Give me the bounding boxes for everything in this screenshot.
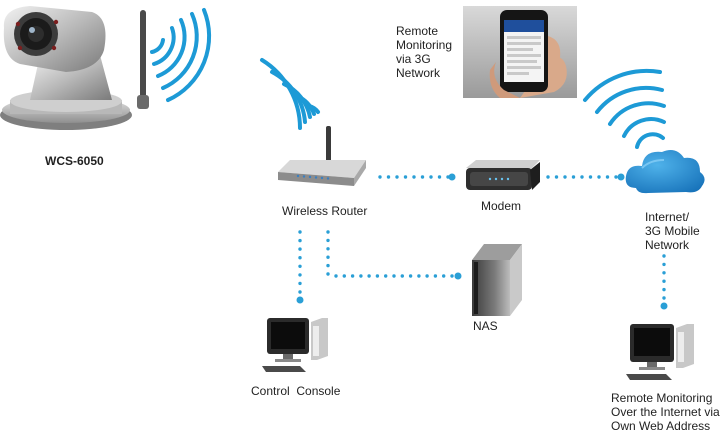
phone-label-line: Monitoring: [396, 38, 453, 52]
link-dot: [662, 262, 666, 267]
link-dot: [326, 272, 330, 276]
link-dot: [437, 175, 442, 179]
cloud-label-line: 3G Mobile: [645, 224, 700, 238]
link-dot: [298, 230, 302, 234]
cloud-label-line: Network: [645, 238, 690, 252]
link-dot: [417, 274, 421, 278]
link-dot: [359, 274, 363, 278]
link-dot: [580, 175, 584, 179]
link-dot: [662, 279, 666, 283]
ip-camera-icon: [0, 6, 149, 130]
remote-pc-label: Remote Monitoring Over the Internet via …: [611, 391, 720, 433]
link-dot: [384, 274, 388, 278]
link-dot: [350, 274, 355, 278]
link-dot: [298, 281, 302, 286]
link-dot: [546, 175, 550, 179]
phone-label-line: Network: [396, 66, 441, 80]
link-dot: [298, 290, 302, 294]
connection-lines: [296, 173, 668, 310]
link-dot: [554, 175, 559, 179]
link-dot: [326, 247, 330, 251]
link-dot: [326, 255, 330, 259]
link-router-modem: [378, 173, 456, 181]
link-dot: [367, 274, 371, 278]
link-dot: [326, 230, 330, 234]
link-dot: [605, 175, 610, 179]
link-dot: [433, 274, 438, 278]
link-dot: [386, 175, 391, 179]
smartphone-icon: [463, 6, 577, 98]
link-dot: [298, 264, 302, 268]
link-dot: [442, 274, 446, 278]
link-dot: [298, 238, 302, 243]
link-dot: [395, 175, 399, 179]
link-dot: [425, 274, 429, 278]
link-endpoint: [296, 296, 304, 304]
link-dot: [412, 175, 416, 179]
phone-label-line: via 3G: [396, 52, 431, 66]
cloud-label: Internet/ 3G Mobile Network: [645, 210, 700, 252]
console-label: Control Console: [251, 384, 341, 398]
link-dot: [429, 175, 433, 179]
link-dot: [408, 274, 413, 278]
link-dot: [420, 175, 425, 179]
link-dot: [392, 274, 396, 278]
link-cloud-remote-pc: [660, 254, 668, 310]
link-dot: [614, 175, 618, 179]
remote-pc-label-line: Remote Monitoring: [611, 391, 713, 405]
wireless-waves-cloud: [583, 68, 666, 149]
link-dot: [400, 274, 404, 278]
modem-label: Modem: [481, 199, 522, 213]
modem-icon: [466, 160, 540, 190]
cloud-label-line: Internet/: [645, 210, 690, 224]
remote-pc-label-line: Over the Internet via: [611, 405, 720, 419]
link-dot: [403, 175, 408, 179]
link-dot: [334, 274, 338, 278]
link-endpoint: [660, 302, 668, 310]
link-dot: [588, 175, 593, 179]
link-dot: [662, 287, 666, 292]
link-dot: [378, 175, 382, 179]
phone-label: Remote Monitoring via 3G Network: [396, 24, 452, 80]
link-dot: [298, 247, 302, 251]
link-dot: [326, 263, 330, 268]
nas-drive-icon: [472, 244, 522, 316]
link-dot: [597, 175, 601, 179]
remote-pc-label-line: Own Web Address: [611, 419, 711, 433]
desktop-computer-icon: [626, 324, 694, 380]
link-dot: [662, 296, 666, 300]
link-dot: [342, 274, 346, 278]
link-dot: [662, 254, 666, 258]
link-router-nas: [326, 230, 462, 280]
link-endpoint: [617, 173, 625, 181]
link-router-console: [296, 230, 304, 304]
link-dot: [450, 274, 454, 278]
nas-label: NAS: [473, 319, 498, 333]
cloud-icon: [625, 150, 705, 194]
phone-label-line: Remote: [396, 24, 439, 38]
wireless-router-icon: [278, 126, 366, 186]
link-endpoint: [454, 272, 462, 280]
link-dot: [298, 273, 302, 277]
link-dot: [662, 271, 666, 275]
link-modem-cloud: [546, 173, 625, 181]
link-dot: [563, 175, 567, 179]
router-label: Wireless Router: [282, 204, 368, 218]
wireless-waves-camera: [150, 8, 212, 102]
wireless-waves-router: [260, 58, 320, 130]
camera-label: WCS-6050: [45, 154, 104, 168]
link-dot: [326, 238, 330, 243]
desktop-computer-icon: [262, 318, 328, 372]
link-dot: [298, 256, 302, 260]
link-dot: [571, 175, 576, 179]
link-dot: [375, 274, 380, 278]
link-endpoint: [448, 173, 456, 181]
